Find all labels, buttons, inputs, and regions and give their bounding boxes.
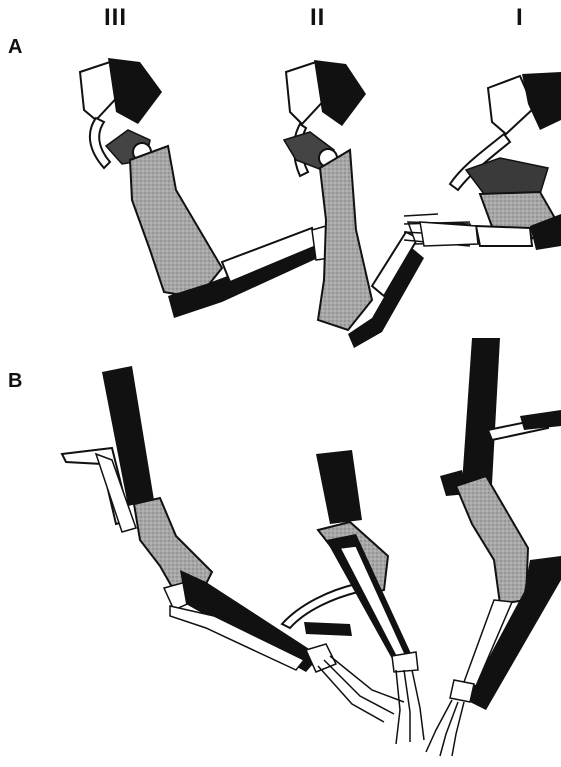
clavicle bbox=[90, 118, 110, 168]
panel-label-a: A bbox=[8, 36, 22, 59]
coracoid bbox=[108, 58, 162, 124]
clavicle bbox=[282, 584, 358, 628]
humerus bbox=[130, 146, 222, 298]
panel-label-b: B bbox=[8, 370, 22, 393]
stage-ii-a-limb bbox=[284, 60, 476, 348]
humerus bbox=[318, 150, 372, 330]
digits bbox=[318, 656, 404, 722]
stage-label-ii: II bbox=[310, 4, 325, 32]
coracoid bbox=[314, 60, 366, 126]
radius bbox=[476, 226, 532, 246]
humerus bbox=[456, 476, 528, 604]
manus bbox=[420, 222, 478, 246]
scapula bbox=[462, 338, 500, 484]
coracoid bbox=[304, 622, 352, 636]
coracoid bbox=[522, 72, 561, 130]
stage-i-b-limb bbox=[426, 338, 561, 756]
digits bbox=[426, 700, 464, 756]
stage-label-iii: III bbox=[104, 4, 127, 32]
scapula bbox=[316, 450, 362, 524]
stage-label-i: I bbox=[516, 4, 524, 32]
stage-i-a-limb bbox=[420, 72, 561, 250]
stage-ii-b-limb bbox=[282, 450, 424, 744]
wrist bbox=[392, 652, 418, 672]
wrist bbox=[450, 680, 474, 702]
digits bbox=[396, 670, 424, 744]
coracoid bbox=[520, 410, 561, 430]
